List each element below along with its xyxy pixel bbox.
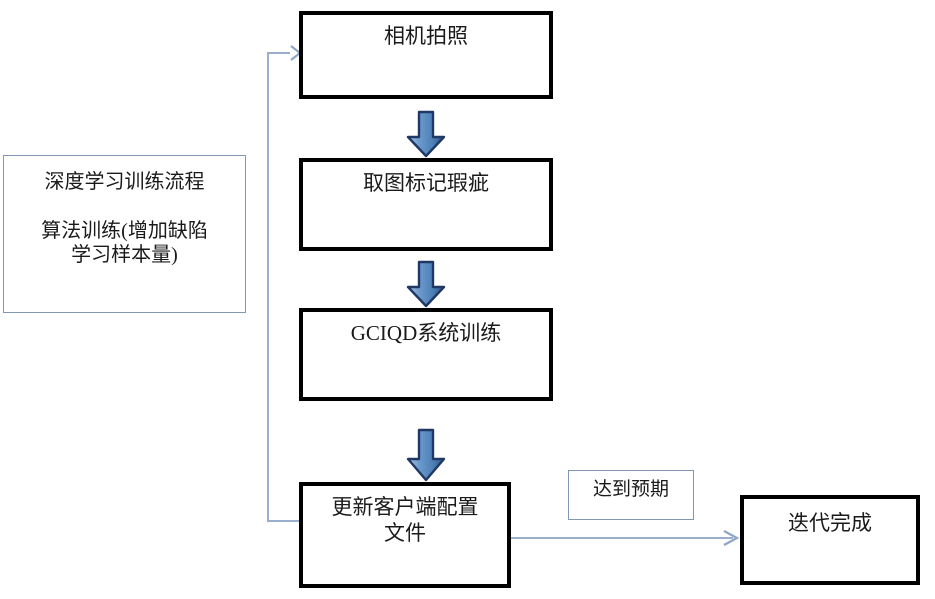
node-update-client-config-file[interactable]: 更新客户端配置 文件 [299,482,511,588]
node-meets-expectation-label: 达到预期 [592,479,669,500]
node-training-process-panel-label: 深度学习训练流程 算法训练(增加缺陷 学习样本量) [41,171,208,267]
node-gciqd-system-training-label: GCIQD系统训练 [350,321,502,345]
node-capture-mark-defect[interactable]: 取图标记瑕疵 [299,158,553,251]
node-gciqd-system-training[interactable]: GCIQD系统训练 [299,308,553,401]
node-camera-capture[interactable]: 相机拍照 [299,11,553,99]
arrow-training-to-update-icon [404,428,448,483]
node-capture-mark-defect-label: 取图标记瑕疵 [363,171,489,195]
node-update-client-config-file-label: 更新客户端配置 文件 [331,495,479,545]
node-meets-expectation[interactable]: 达到预期 [568,470,694,520]
arrow-capture-to-mark-icon [404,110,448,158]
node-camera-capture-label: 相机拍照 [384,24,468,48]
node-training-process-panel[interactable]: 深度学习训练流程 算法训练(增加缺陷 学习样本量) [3,155,246,313]
node-iteration-complete[interactable]: 迭代完成 [740,495,920,585]
node-iteration-complete-label: 迭代完成 [788,511,872,535]
arrow-mark-to-training-icon [404,260,448,308]
